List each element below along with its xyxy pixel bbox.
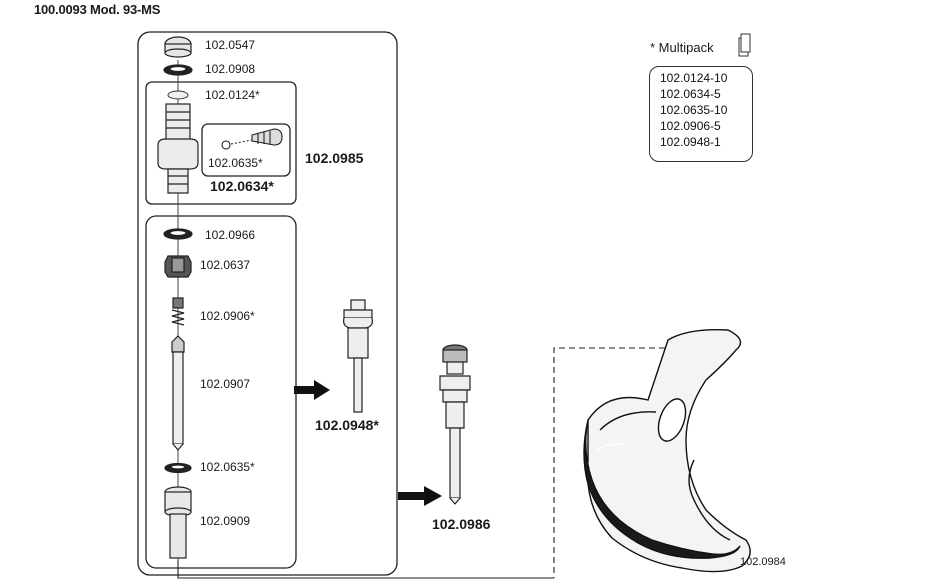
part-sleeve-0909 bbox=[164, 486, 192, 559]
label-part-0966: 102.0966 bbox=[205, 228, 256, 242]
label-part-0547: 102.0547 bbox=[205, 38, 256, 52]
part-spring-0906 bbox=[171, 297, 185, 326]
main-assembly-frame bbox=[137, 31, 398, 576]
multipack-item: 102.0634-5 bbox=[660, 87, 721, 101]
diagram-title: 100.0093 Mod. 93-MS bbox=[34, 2, 161, 17]
label-part-0948: 102.0948* bbox=[315, 417, 379, 433]
o-ring-subframe bbox=[201, 123, 291, 177]
part-pin-0907 bbox=[171, 335, 185, 451]
multipack-item: 102.0948-1 bbox=[660, 135, 721, 149]
label-part-0906: 102.0906* bbox=[200, 309, 255, 323]
part-cartridge-pin-0948 bbox=[343, 299, 373, 413]
multipack-icon bbox=[738, 33, 751, 57]
arrow-to-0986 bbox=[398, 486, 442, 506]
part-o-ring-0635 bbox=[164, 462, 192, 474]
label-part-0634: 102.0634* bbox=[210, 178, 274, 194]
part-handle-0984 bbox=[583, 329, 751, 573]
part-cap-0547 bbox=[164, 36, 192, 58]
part-nut-0637 bbox=[164, 255, 192, 278]
multipack-heading: * Multipack bbox=[650, 40, 714, 55]
multipack-item: 102.0635-10 bbox=[660, 103, 728, 117]
arrow-to-0948 bbox=[294, 380, 330, 400]
upper-subassembly-frame bbox=[145, 81, 297, 205]
label-part-0637: 102.0637 bbox=[200, 258, 251, 272]
label-part-0909: 102.0909 bbox=[200, 514, 251, 528]
part-cartridge-0986 bbox=[439, 344, 471, 505]
label-part-0124: 102.0124* bbox=[205, 88, 260, 102]
label-part-0908: 102.0908 bbox=[205, 62, 256, 76]
part-valve-body-0634 bbox=[157, 103, 199, 194]
multipack-item: 102.0906-5 bbox=[660, 119, 721, 133]
label-part-0985: 102.0985 bbox=[305, 150, 364, 166]
label-part-0986: 102.0986 bbox=[432, 516, 491, 532]
part-washer-0908 bbox=[163, 64, 193, 76]
multipack-list: 102.0124-10 102.0634-5 102.0635-10 102.0… bbox=[649, 66, 753, 162]
label-part-0907: 102.0907 bbox=[200, 377, 251, 391]
part-o-ring-0635-detail bbox=[221, 128, 283, 150]
label-part-0635-lower: 102.0635* bbox=[200, 460, 255, 474]
label-part-0635-upper: 102.0635* bbox=[208, 156, 263, 170]
part-ring-0124 bbox=[167, 90, 189, 100]
multipack-item: 102.0124-10 bbox=[660, 71, 728, 85]
part-washer-0966 bbox=[163, 228, 193, 240]
label-part-0984: 102.0984 bbox=[740, 556, 786, 568]
